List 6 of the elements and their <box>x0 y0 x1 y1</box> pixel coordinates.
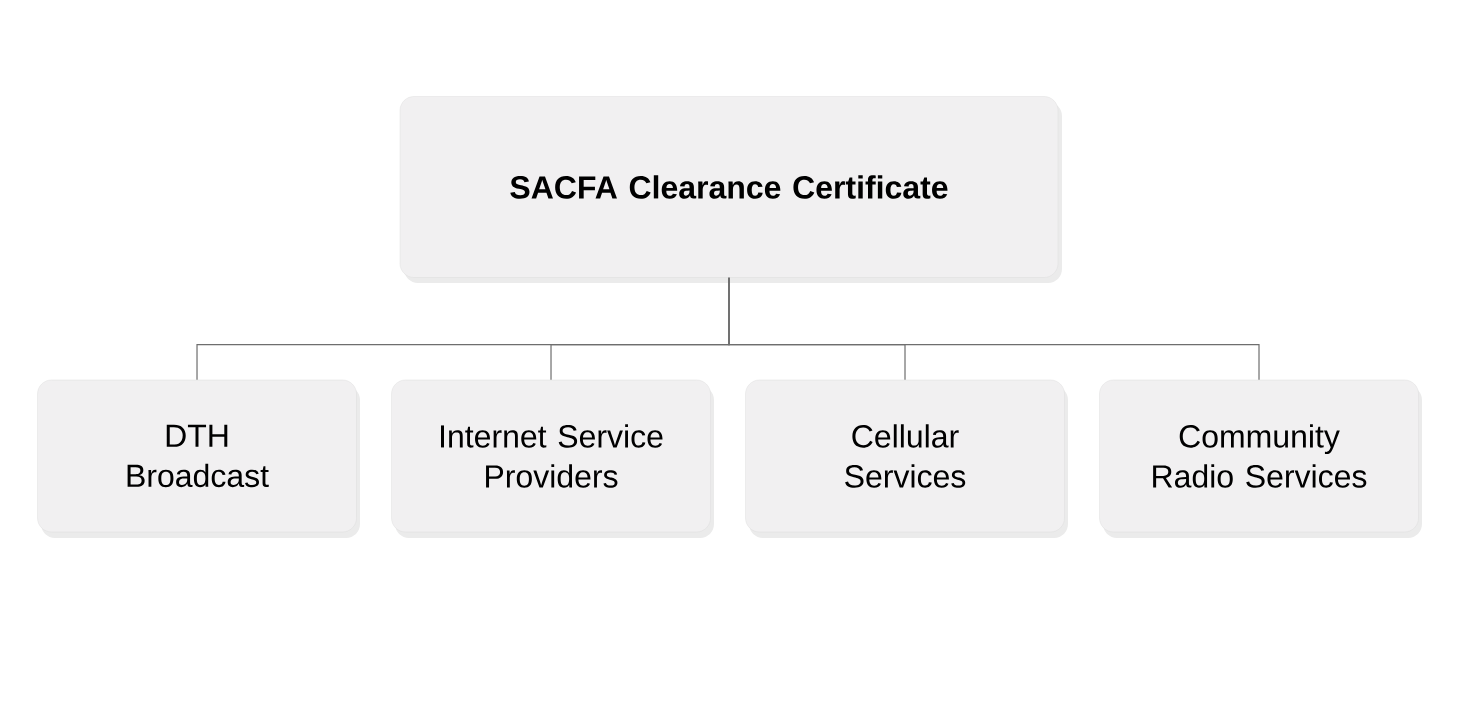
category-box: Internet Service Providers <box>391 379 714 538</box>
category-box: DTH Broadcast <box>37 379 360 538</box>
category-box: Community Radio Services <box>1099 379 1422 538</box>
title-box: SACFA Clearance Certificate <box>399 96 1062 283</box>
connector-line <box>728 277 1260 381</box>
category-box: Cellular Services <box>745 379 1068 538</box>
